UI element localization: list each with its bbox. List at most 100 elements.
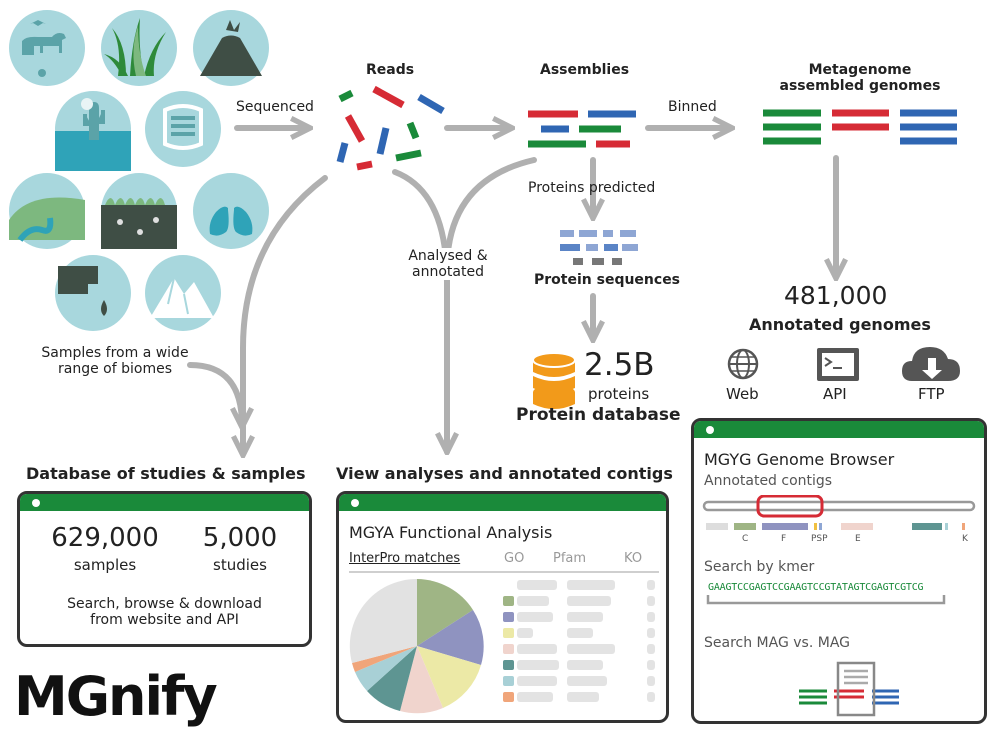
track-label-psp: PSP [811,534,828,544]
pie-slice [352,646,417,672]
legend-bar [647,692,655,702]
legend-bar [647,628,655,638]
legend-bar [647,596,655,606]
web-link[interactable]: Web [726,385,759,403]
tab-pfam[interactable]: Pfam [553,551,587,566]
panel-titlebar [20,494,309,511]
contig-bar [702,500,976,512]
legend-bar [517,628,533,638]
assemblies-graphic [528,110,636,148]
mag-title: Metagenome assembled genomes [779,62,941,95]
biome-gut-icon [145,91,221,167]
legend-bar [517,644,557,654]
cloud-download-icon [902,347,960,381]
genomes-count: 481,000 [784,281,888,310]
legend-swatch [503,628,514,638]
annotated-contigs-label: Annotated contigs [704,473,833,489]
track-label-c: C [742,534,749,544]
biome-circles [9,10,269,331]
interpro-legend [501,580,661,710]
tab-interpro[interactable]: InterPro matches [349,551,461,566]
tab-go[interactable]: GO [504,551,525,566]
proteins-count: 2.5B [584,347,655,383]
legend-bar [517,580,557,590]
pie-slice [355,646,417,691]
panel-titlebar [339,494,666,511]
pie-slice [349,579,417,663]
legend-bar [567,660,603,670]
ftp-link[interactable]: FTP [918,385,945,403]
legend-row [501,676,661,686]
legend-bar [567,612,603,622]
assemblies-label: Assemblies [540,62,630,78]
biome-grass-icon [101,10,177,86]
legend-bar [647,612,655,622]
globe-icon [727,348,759,380]
search-kmer-label: Search by kmer [704,559,815,575]
studies-word: studies [213,556,267,574]
legend-swatch [503,612,514,622]
legend-row [501,644,661,654]
contig-track [702,495,976,530]
pie-slice [417,610,484,665]
studies-panel: 629,000 samples 5,000 studies Search, br… [17,491,312,647]
db-section-title: Database of studies & samples [26,464,306,483]
legend-bar [567,676,607,686]
legend-bar [647,660,655,670]
database-icon [532,352,576,409]
biome-soil-icon [101,173,177,249]
biome-animal-icon [9,10,85,86]
samples-word: samples [73,556,137,574]
pie-slice [400,646,443,714]
protein-sequences-label: Protein sequences [534,272,681,288]
legend-bar [517,660,559,670]
mag-comparison-graphic [799,661,899,717]
legend-bar [517,692,553,702]
kmer-bracket [706,595,946,605]
kmer-sequence: GAAGTCCGAGTCCGAAGTCCGTATAGTCGAGTCGTCG [708,582,924,593]
contig-selection[interactable] [756,495,824,518]
annotated-genomes-label: Annotated genomes [749,315,931,334]
studies-description: Search, browse & download from website a… [67,596,262,629]
analysed-annotated-label: Analysed & annotated [396,248,500,281]
view-section-title: View analyses and annotated contigs [336,464,673,483]
analysis-panel: MGYA Functional Analysis InterPro matche… [336,491,669,723]
analysis-title: MGYA Functional Analysis [349,523,553,542]
protein-sequences-graphic [560,230,638,265]
api-link[interactable]: API [823,385,847,403]
legend-bar [517,596,549,606]
protein-database-label: Protein database [516,405,681,425]
legend-bar [647,644,655,654]
reads-graphic [336,85,445,171]
biome-wastewater-icon [55,255,131,331]
track-label-e: E [855,534,861,544]
track-label-f: F [781,534,787,544]
reads-label: Reads [366,62,415,78]
biome-lungs-icon [193,173,269,249]
legend-bar [567,644,615,654]
tab-underline [349,571,659,573]
pie-slice [417,579,473,646]
pie-slices [349,579,484,714]
genome-browser-title: MGYG Genome Browser [704,450,895,469]
flow-arrows [187,128,836,453]
legend-swatch [503,660,514,670]
legend-row [501,628,661,638]
mgnify-logo: MGnify [14,665,224,736]
binned-label: Binned [668,99,717,115]
search-mag-label: Search MAG vs. MAG [704,635,850,651]
legend-bar [567,596,611,606]
interpro-pie-chart [349,579,484,714]
legend-swatch [503,692,514,702]
biome-river-icon [9,173,85,249]
legend-swatch [503,596,514,606]
studies-count: 5,000 [202,523,278,553]
biome-mountain-icon [145,255,221,331]
legend-bar [567,692,599,702]
genome-browser-panel: MGYG Genome Browser Annotated contigs C … [691,418,987,724]
legend-bar [647,580,655,590]
tab-ko[interactable]: KO [624,551,643,566]
legend-row [501,660,661,670]
proteins-word: proteins [588,385,650,403]
